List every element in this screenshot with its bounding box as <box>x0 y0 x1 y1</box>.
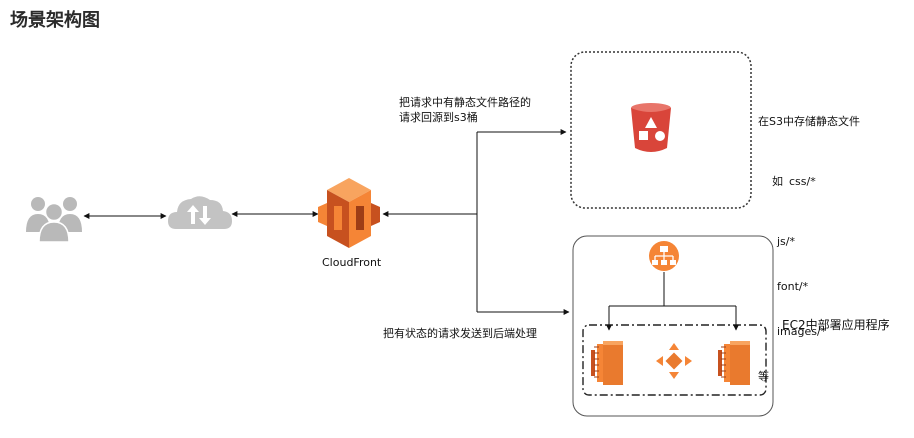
ec2-label: EC2中部署应用程序 <box>782 318 890 332</box>
s3-note-heading: 在S3中存储静态文件 <box>758 115 860 128</box>
page-title: 场景架构图 <box>10 10 100 31</box>
dynamic-route-label: 把有状态的请求发送到后端处理 <box>383 327 537 340</box>
ec2-container <box>572 235 774 417</box>
cloudfront-label: CloudFront <box>322 256 382 269</box>
users-icon <box>26 197 82 243</box>
s3-note-row: 如 css/* <box>758 159 860 204</box>
autoscaling-icon <box>656 343 692 379</box>
s3-bucket-icon <box>631 103 671 152</box>
s3-note-item: font/* <box>777 280 809 293</box>
elb-icon <box>649 241 679 271</box>
internet-cloud-icon <box>168 196 232 229</box>
s3-note-item: images/* <box>777 325 827 338</box>
ec2-instance-icon <box>718 341 750 385</box>
s3-note: 在S3中存储静态文件 如 css/* js/* font/* images/* 等 <box>758 84 860 399</box>
s3-note-suffix: 等 <box>758 370 769 383</box>
auto-scaling-group <box>582 324 767 396</box>
s3-note-item: css/* <box>789 175 816 188</box>
cloudfront-icon <box>318 178 380 248</box>
s3-container <box>570 51 752 209</box>
ec2-instance-icon <box>591 341 623 385</box>
static-route-label: 把请求中有静态文件路径的 请求回源到s3桶 <box>399 96 531 124</box>
s3-note-prefix: 如 <box>772 175 783 188</box>
s3-note-item: js/* <box>777 235 795 248</box>
